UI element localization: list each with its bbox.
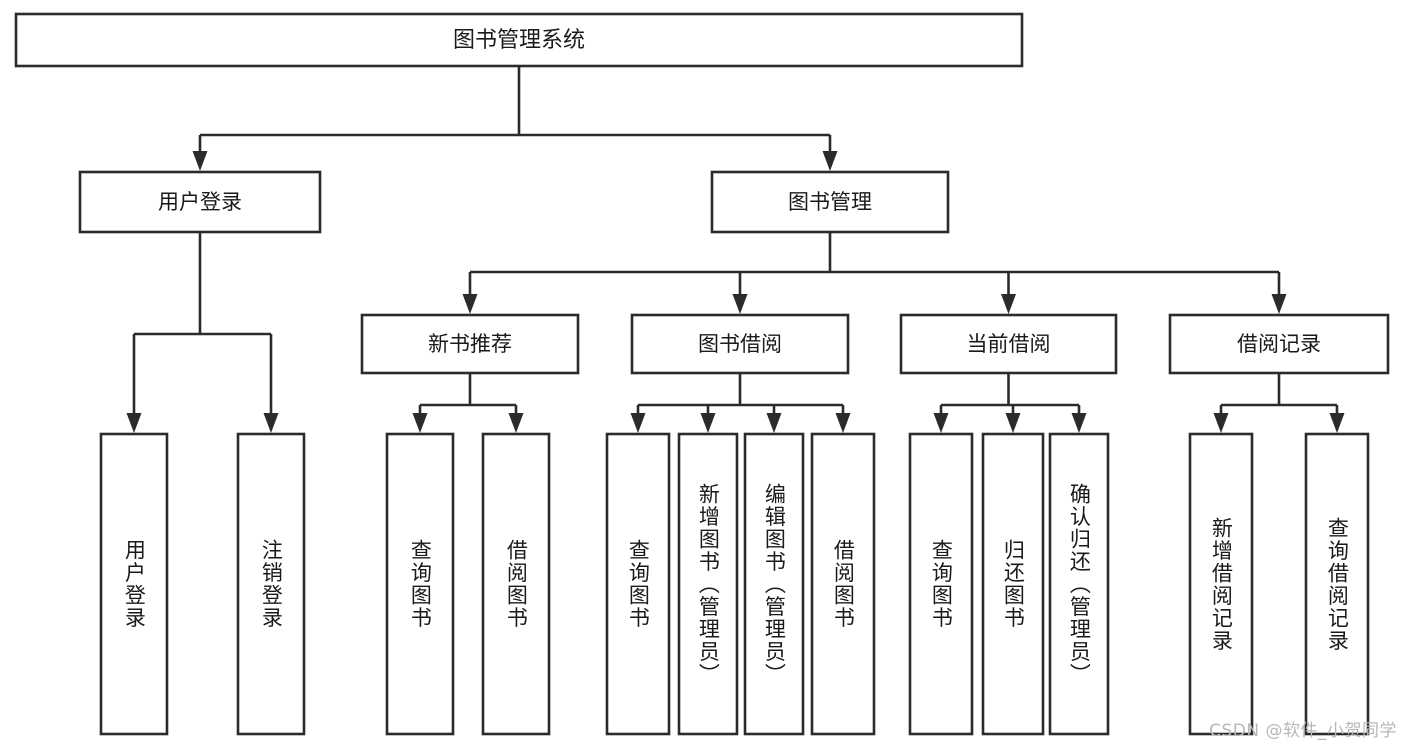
arrow-head-icon: [630, 413, 646, 433]
node-label-book-manage: 图书管理: [788, 190, 872, 214]
node-user-login[interactable]: 用户登录: [78, 170, 322, 234]
node-box-leaf-query-book-3[interactable]: [908, 432, 974, 736]
connector-group-bus-book-borrow: [630, 373, 851, 433]
node-box-user-login[interactable]: [78, 170, 322, 234]
arrow-head-icon: [126, 413, 142, 433]
node-label-book-borrow: 图书借阅: [698, 332, 782, 356]
arrow-head-icon: [732, 294, 748, 314]
arrow-head-icon: [1005, 413, 1021, 433]
arrow-head-icon: [192, 151, 208, 171]
node-book-borrow[interactable]: 图书借阅: [630, 313, 850, 375]
connector-group-bus-borrow-record: [1213, 373, 1345, 433]
arrow-head-icon: [1071, 413, 1087, 433]
arrow-head-icon: [1213, 413, 1229, 433]
node-box-leaf-query-book-1[interactable]: [385, 432, 455, 736]
node-box-leaf-query-borrow-record[interactable]: [1304, 432, 1370, 736]
arrow-head-icon: [700, 413, 716, 433]
node-box-leaf-add-book-admin[interactable]: [677, 432, 739, 736]
arrow-head-icon: [933, 413, 949, 433]
node-leaf-confirm-return-admin[interactable]: [1048, 432, 1110, 736]
node-label-current-borrow: 当前借阅: [967, 332, 1051, 356]
node-leaf-user-login[interactable]: [99, 432, 169, 736]
node-book-manage[interactable]: 图书管理: [710, 170, 950, 234]
node-leaf-add-book-admin[interactable]: [677, 432, 739, 736]
node-box-leaf-return-book[interactable]: [981, 432, 1045, 736]
connector-group-bus-current-borrow: [933, 373, 1087, 433]
node-leaf-logout-login[interactable]: [236, 432, 306, 736]
node-current-borrow[interactable]: 当前借阅: [899, 313, 1118, 375]
node-box-borrow-record[interactable]: [1168, 313, 1390, 375]
node-leaf-query-book-1[interactable]: [385, 432, 455, 736]
arrow-head-icon: [462, 294, 478, 314]
arrow-head-icon: [766, 413, 782, 433]
node-new-book-recommend[interactable]: 新书推荐: [360, 313, 580, 375]
node-leaf-borrow-book-1[interactable]: [481, 432, 551, 736]
node-leaf-borrow-book-2[interactable]: [810, 432, 876, 736]
node-label-user-login: 用户登录: [158, 190, 242, 214]
node-root[interactable]: 图书管理系统: [14, 12, 1024, 68]
node-label-new-book-recommend: 新书推荐: [428, 332, 512, 356]
node-leaf-edit-book-admin[interactable]: [743, 432, 805, 736]
node-box-root[interactable]: [14, 12, 1024, 68]
node-box-leaf-edit-book-admin[interactable]: [743, 432, 805, 736]
node-leaf-query-book-3[interactable]: [908, 432, 974, 736]
arrow-head-icon: [835, 413, 851, 433]
arrow-head-icon: [1271, 294, 1287, 314]
arrow-head-icon: [822, 151, 838, 171]
node-box-leaf-logout-login[interactable]: [236, 432, 306, 736]
node-box-leaf-query-book-2[interactable]: [605, 432, 671, 736]
node-box-current-borrow[interactable]: [899, 313, 1118, 375]
node-leaf-query-borrow-record[interactable]: [1304, 432, 1370, 736]
arrow-head-icon: [1001, 294, 1016, 314]
node-box-leaf-user-login[interactable]: [99, 432, 169, 736]
arrow-head-icon: [1329, 413, 1345, 433]
node-box-leaf-add-borrow-record[interactable]: [1188, 432, 1254, 736]
node-box-book-borrow[interactable]: [630, 313, 850, 375]
node-box-leaf-borrow-book-1[interactable]: [481, 432, 551, 736]
connector-group-bus-new-book: [412, 373, 524, 433]
arrow-head-icon: [412, 413, 428, 433]
watermark: CSDN @软件_小贺同学: [1209, 721, 1397, 741]
node-label-borrow-record: 借阅记录: [1237, 332, 1321, 356]
connector-layer: [126, 66, 1345, 433]
connector-group-bus-user-login: [126, 232, 279, 433]
connector-group-bus-book-manage: [462, 232, 1287, 314]
node-leaf-add-borrow-record[interactable]: [1188, 432, 1254, 736]
node-box-new-book-recommend[interactable]: [360, 313, 580, 375]
node-leaf-query-book-2[interactable]: [605, 432, 671, 736]
node-box-leaf-confirm-return-admin[interactable]: [1048, 432, 1110, 736]
node-box-leaf-borrow-book-2[interactable]: [810, 432, 876, 736]
arrow-head-icon: [508, 413, 524, 433]
node-leaf-return-book[interactable]: [981, 432, 1045, 736]
connector-group-bus-root: [192, 66, 838, 171]
node-borrow-record[interactable]: 借阅记录: [1168, 313, 1390, 375]
arrow-head-icon: [263, 413, 279, 433]
node-box-book-manage[interactable]: [710, 170, 950, 234]
node-label-root: 图书管理系统: [453, 28, 585, 53]
